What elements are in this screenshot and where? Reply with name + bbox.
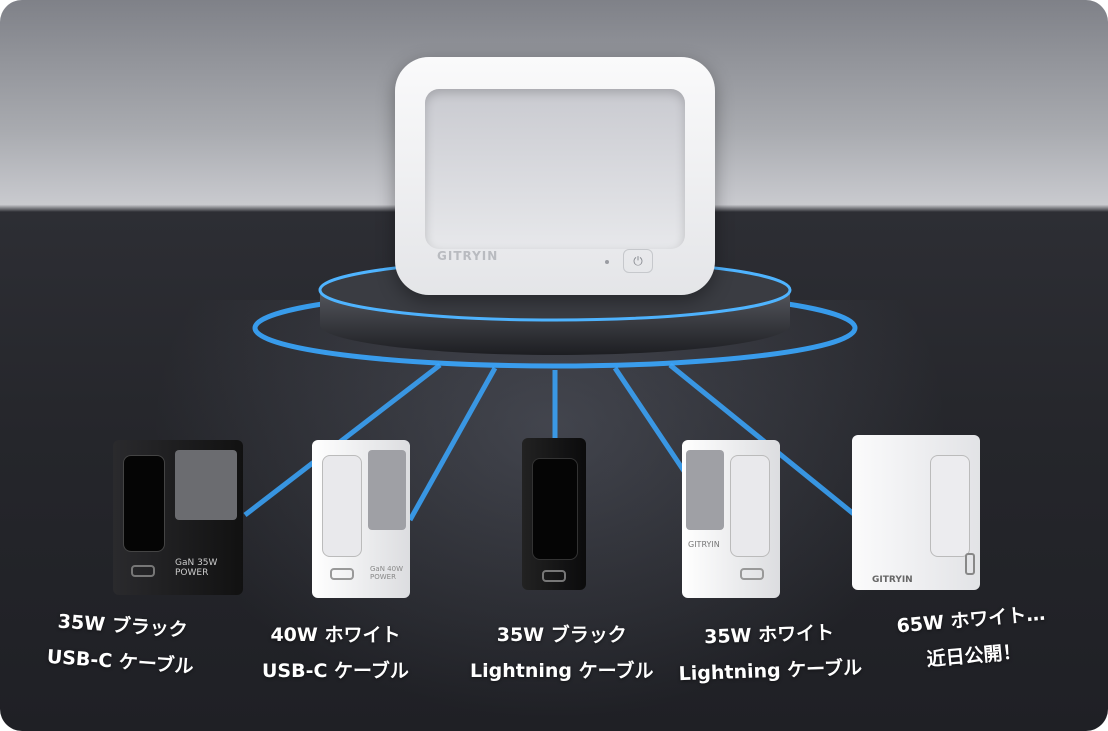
- charger-65w-white: GITRYIN: [852, 435, 980, 590]
- status-led: [605, 260, 609, 264]
- power-icon: ⏻: [623, 249, 653, 273]
- charger-35w-black-usbc: GaN 35W POWER: [113, 440, 243, 595]
- hub-logo: GITRYIN: [437, 249, 499, 263]
- charger-35w-black-lightning: [522, 438, 586, 590]
- hub-window: [425, 89, 685, 249]
- charger-35w-white-lightning: GITRYIN: [682, 440, 780, 598]
- charger-40w-white-usbc: GaN 40W POWER: [312, 440, 410, 598]
- product-label-5: 65W ホワイト…近日公開！: [895, 602, 1047, 672]
- charging-hub: GITRYIN ⏻: [395, 57, 715, 295]
